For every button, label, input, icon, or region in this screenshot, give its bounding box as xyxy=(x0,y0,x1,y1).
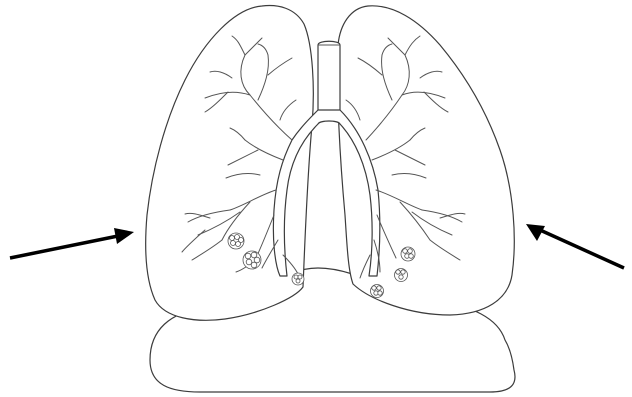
right-arrow xyxy=(526,224,624,268)
alveoli-cluster xyxy=(292,273,304,285)
left-arrow xyxy=(10,228,134,258)
alveoli-cluster xyxy=(228,233,244,249)
trachea xyxy=(318,41,340,118)
alveoli-cluster xyxy=(401,247,415,261)
alveoli-cluster xyxy=(243,251,261,269)
alveoli-cluster xyxy=(395,269,408,282)
alveoli-cluster xyxy=(371,285,384,298)
